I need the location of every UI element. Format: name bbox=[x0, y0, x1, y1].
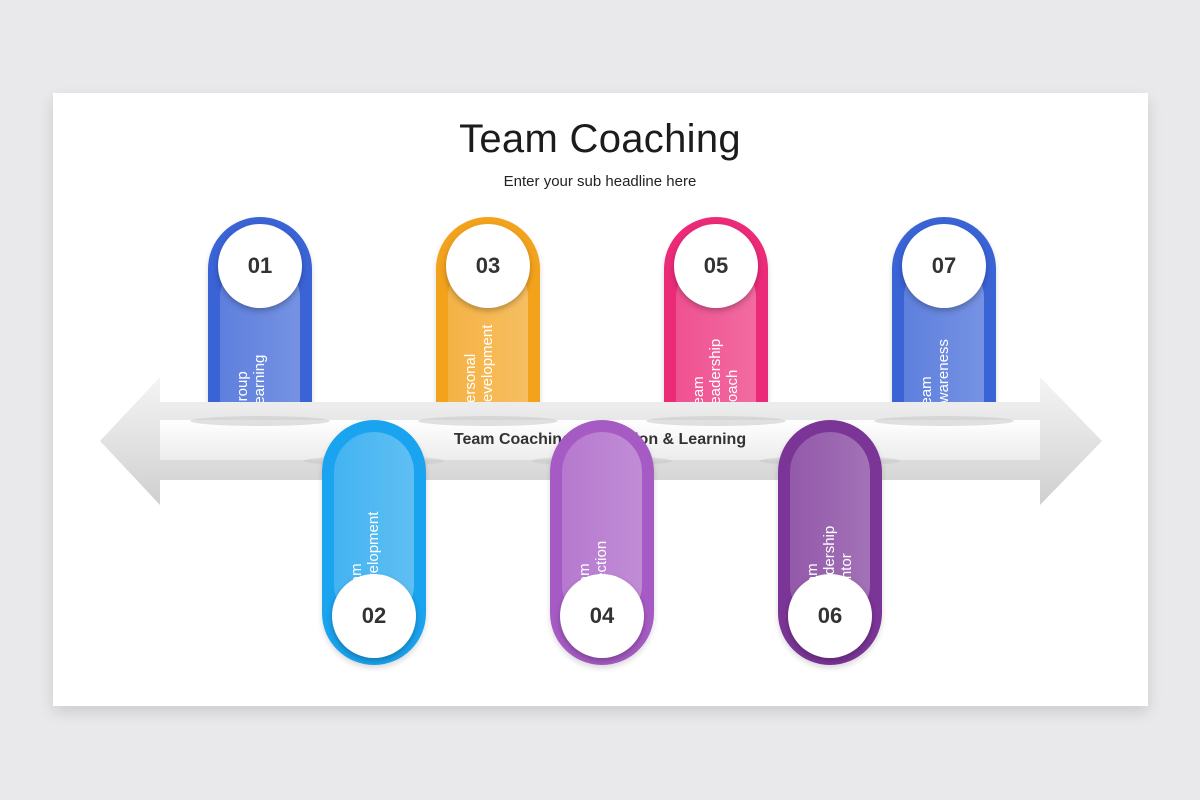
step-02-label: Team Development bbox=[348, 511, 382, 600]
step-04-number: 04 bbox=[560, 574, 644, 658]
step-06-number: 06 bbox=[788, 574, 872, 658]
step-04-pill: 04 Team Direction bbox=[550, 420, 654, 665]
step-03-number: 03 bbox=[446, 224, 530, 308]
step-05-number: 05 bbox=[674, 224, 758, 308]
step-02-number: 02 bbox=[332, 574, 416, 658]
slide-subtitle: Enter your sub headline here bbox=[503, 173, 697, 190]
step-01-number: 01 bbox=[218, 224, 302, 308]
step-04-label: Team Direction bbox=[576, 540, 610, 600]
step-06-label: Team Leadership Mentor bbox=[804, 525, 855, 600]
step-06-pill: 06 Team Leadership Mentor bbox=[778, 420, 882, 665]
slide-title: Team Coaching bbox=[459, 117, 741, 161]
step-07-number: 07 bbox=[902, 224, 986, 308]
step-02-pill: 02 Team Development bbox=[322, 420, 426, 665]
